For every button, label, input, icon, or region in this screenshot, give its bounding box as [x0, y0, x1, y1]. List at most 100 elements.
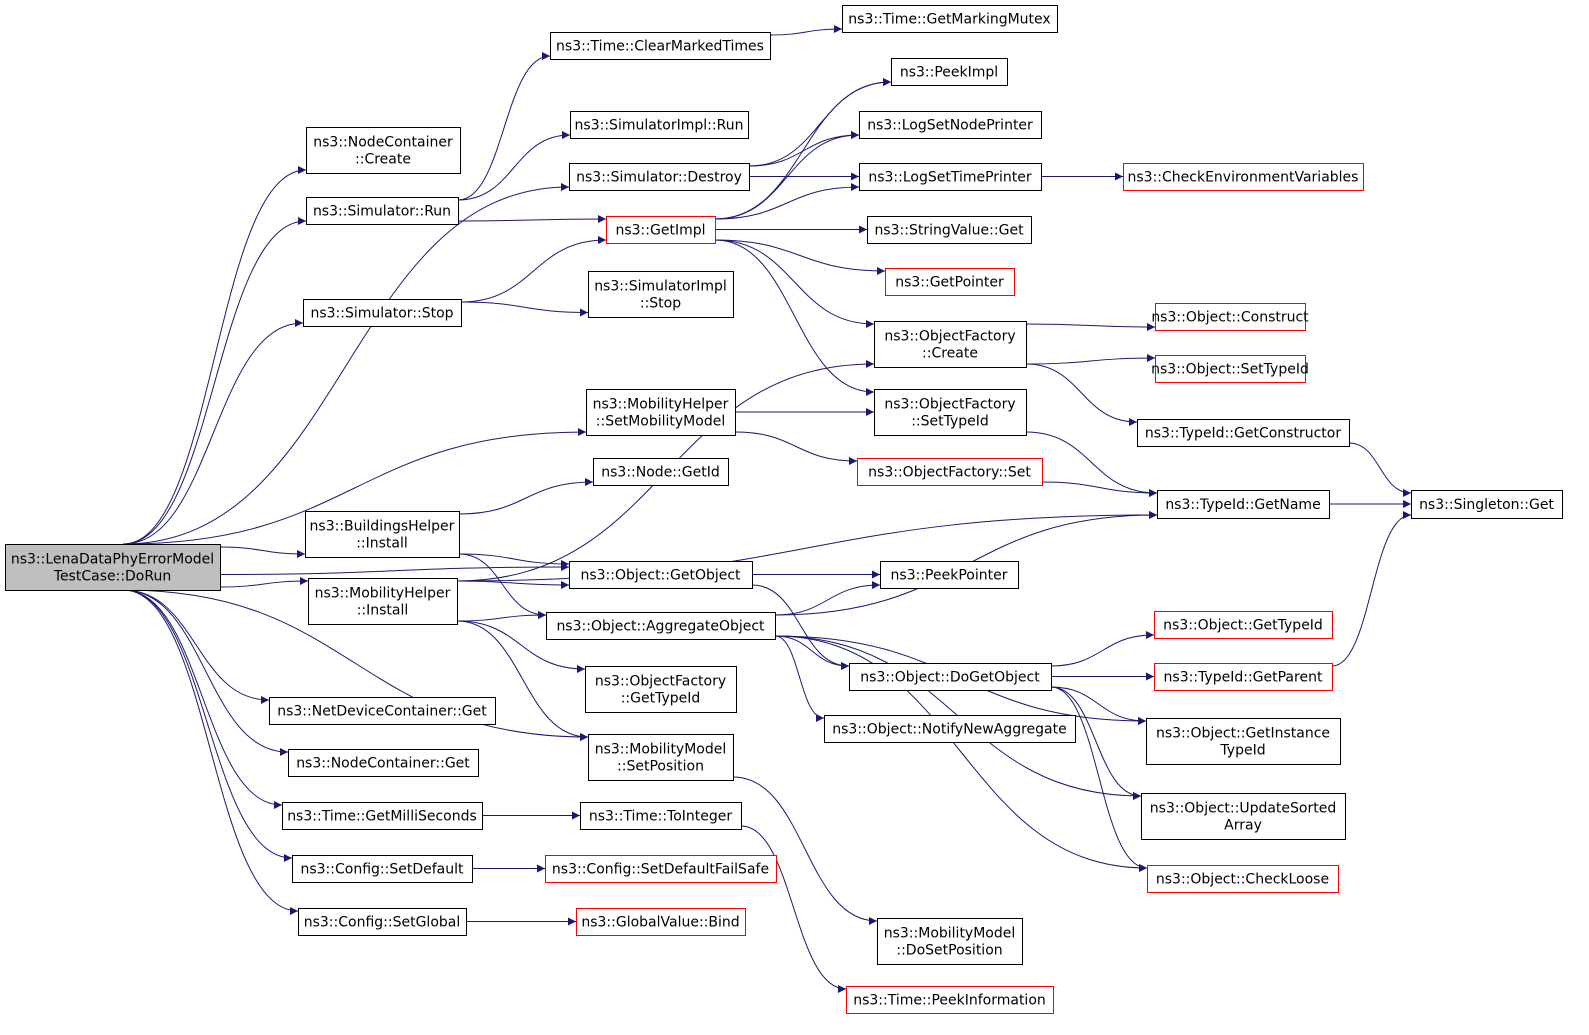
node-time-tointeger[interactable]: ns3::Time::ToInteger	[580, 802, 742, 830]
edge-buildingshelper_install-to-object_aggregateobject	[458, 553, 547, 619]
node-peekpointer[interactable]: ns3::PeekPointer	[880, 561, 1019, 589]
node-objectfactory-set[interactable]: ns3::ObjectFactory::Set	[857, 458, 1043, 486]
node-box	[877, 918, 1023, 965]
node-object-notifynewaggregate[interactable]: ns3::Object::NotifyNewAggregate	[824, 715, 1076, 743]
edge-objectfactory_create-to-object_construct	[1025, 322, 1156, 331]
node-objectfactory-gettypeid[interactable]: ns3::ObjectFactory::GetTypeId	[585, 666, 737, 713]
node-mobilitymodel-dosetposition[interactable]: ns3::MobilityModel::DoSetPosition	[877, 918, 1023, 965]
node-label: ns3::CheckEnvironmentVariables	[1128, 170, 1359, 186]
edge-simulator_stop-to-simulatorimpl_stop	[460, 301, 589, 317]
node-label: ns3::Time::GetMarkingMutex	[848, 12, 1050, 28]
node-object-getobject[interactable]: ns3::Object::GetObject	[569, 561, 753, 589]
node-box	[880, 561, 1019, 589]
node-peekimpl[interactable]: ns3::PeekImpl	[891, 58, 1008, 86]
node-label: ns3::LenaDataPhyErrorModel	[11, 552, 214, 568]
node-object-construct[interactable]: ns3::Object::Construct	[1151, 303, 1309, 331]
node-simulator-destroy[interactable]: ns3::Simulator::Destroy	[569, 163, 750, 191]
node-label: ns3::Singleton::Get	[1419, 497, 1554, 513]
edge-object_aggregateobject-to-object_dogetobject	[774, 635, 850, 670]
node-mobilityhelper-setmobilitymodel[interactable]: ns3::MobilityHelper::SetMobilityModel	[586, 389, 736, 436]
node-getpointer[interactable]: ns3::GetPointer	[885, 268, 1015, 296]
node-box	[588, 734, 734, 781]
node-stringvalue-get[interactable]: ns3::StringValue::Get	[867, 216, 1032, 244]
node-time-getmarkingmutex[interactable]: ns3::Time::GetMarkingMutex	[842, 5, 1058, 33]
node-label: ns3::Object::SetTypeId	[1151, 362, 1309, 378]
node-config-setglobal[interactable]: ns3::Config::SetGlobal	[298, 908, 467, 936]
edge-root-to-mobilitymodel_setposition	[123, 589, 589, 741]
node-object-checkloose[interactable]: ns3::Object::CheckLoose	[1147, 865, 1339, 893]
node-objectfactory-create[interactable]: ns3::ObjectFactory::Create	[874, 321, 1027, 368]
edge-object_dogetobject-to-object_gettypeid	[1050, 631, 1155, 667]
node-objectfactory-settypeid[interactable]: ns3::ObjectFactory::SetTypeId	[874, 389, 1027, 436]
node-label: ns3::LogSetTimePrinter	[868, 170, 1032, 186]
node-checkenvironmentvariables[interactable]: ns3::CheckEnvironmentVariables	[1123, 163, 1364, 191]
node-object-settypeid[interactable]: ns3::Object::SetTypeId	[1151, 355, 1309, 383]
node-time-getmilliseconds[interactable]: ns3::Time::GetMilliSeconds	[282, 802, 483, 830]
node-label: ns3::ObjectFactory	[884, 329, 1015, 345]
node-mobilityhelper-install[interactable]: ns3::MobilityHelper::Install	[308, 578, 458, 625]
edge-object_dogetobject-to-object_updatesortedarray	[1050, 686, 1142, 800]
node-typeid-getconstructor[interactable]: ns3::TypeId::GetConstructor	[1137, 419, 1350, 447]
node-label: ns3::LogSetNodePrinter	[867, 118, 1033, 134]
node-box	[576, 908, 746, 936]
node-label: ns3::GetImpl	[615, 223, 705, 239]
node-box	[1155, 355, 1306, 383]
node-simulatorimpl-run[interactable]: ns3::SimulatorImpl::Run	[570, 111, 749, 139]
edge-objectfactory_create-to-object_settypeid	[1025, 354, 1156, 365]
node-label: ns3::Object::CheckLoose	[1156, 872, 1329, 888]
node-typeid-getname[interactable]: ns3::TypeId::GetName	[1157, 490, 1330, 519]
node-simulator-run[interactable]: ns3::Simulator::Run	[306, 197, 459, 225]
node-nodecontainer-create[interactable]: ns3::NodeContainer::Create	[306, 127, 461, 174]
edge-getimpl-to-objectfactory_create	[714, 239, 875, 328]
node-label: ns3::Object::UpdateSorted	[1150, 801, 1336, 817]
node-box	[885, 268, 1015, 296]
node-label: ns3::NodeContainer	[313, 135, 453, 151]
node-object-gettypeid[interactable]: ns3::Object::GetTypeId	[1154, 611, 1333, 639]
node-logsetnodeprinter[interactable]: ns3::LogSetNodePrinter	[859, 111, 1042, 139]
node-getimpl[interactable]: ns3::GetImpl	[606, 216, 716, 244]
node-label: ns3::Simulator::Run	[313, 204, 451, 220]
node-singleton-get[interactable]: ns3::Singleton::Get	[1411, 490, 1563, 519]
edge-objectfactory_settypeid-to-typeid_getname	[1025, 431, 1158, 497]
node-label: ::Stop	[640, 296, 681, 312]
node-box	[5, 544, 221, 591]
node-typeid-getparent[interactable]: ns3::TypeId::GetParent	[1154, 663, 1333, 691]
node-simulator-stop[interactable]: ns3::Simulator::Stop	[303, 299, 462, 327]
node-node-getid[interactable]: ns3::Node::GetId	[593, 458, 729, 486]
node-box	[569, 561, 753, 589]
node-label: ns3::MobilityModel	[884, 926, 1016, 942]
edge-mobilityhelper_setmobilitymodel-to-objectfactory_set	[734, 431, 858, 465]
node-box	[1411, 490, 1563, 519]
edge-object_aggregateobject-to-object_notifynewaggregate	[774, 635, 825, 722]
node-config-setdefaultfailsafe[interactable]: ns3::Config::SetDefaultFailSafe	[545, 855, 777, 883]
edge-typeid_getconstructor-to-singleton_get	[1348, 442, 1412, 497]
edge-root-to-netdevicecontainer_get	[123, 589, 270, 704]
node-object-aggregateobject[interactable]: ns3::Object::AggregateObject	[546, 612, 776, 640]
node-config-setdefault[interactable]: ns3::Config::SetDefault	[292, 855, 473, 883]
edge-root-to-time_getmilliseconds	[123, 589, 283, 809]
node-root[interactable]: ns3::LenaDataPhyErrorModelTestCase::DoRu…	[5, 544, 221, 591]
node-simulatorimpl-stop[interactable]: ns3::SimulatorImpl::Stop	[588, 271, 734, 318]
edge-getimpl-to-logsetnodeprinter	[714, 131, 860, 220]
node-time-peekinformation[interactable]: ns3::Time::PeekInformation	[846, 986, 1054, 1014]
edge-time_tointeger-to-time_peekinformation	[740, 825, 847, 993]
node-box	[545, 855, 777, 883]
edge-getimpl-to-getpointer	[714, 239, 886, 275]
edge-layer	[123, 25, 1412, 993]
node-globalvalue-bind[interactable]: ns3::GlobalValue::Bind	[576, 908, 746, 936]
edge-root-to-config_setdefault	[123, 589, 293, 862]
node-box	[306, 197, 459, 225]
node-netdevicecontainer-get[interactable]: ns3::NetDeviceContainer::Get	[269, 697, 496, 725]
edge-object_getobject-to-object_dogetobject	[751, 584, 850, 670]
node-logsettimeprinter[interactable]: ns3::LogSetTimePrinter	[859, 163, 1042, 191]
node-mobilitymodel-setposition[interactable]: ns3::MobilityModel::SetPosition	[588, 734, 734, 781]
node-label: ns3::Object::DoGetObject	[860, 670, 1040, 686]
node-time-clearmarkedtimes[interactable]: ns3::Time::ClearMarkedTimes	[550, 32, 771, 60]
node-label: TestCase::DoRun	[53, 569, 171, 585]
node-nodecontainer-get[interactable]: ns3::NodeContainer::Get	[288, 749, 479, 777]
node-object-dogetobject[interactable]: ns3::Object::DoGetObject	[849, 663, 1052, 691]
node-box	[867, 216, 1032, 244]
node-buildingshelper-install[interactable]: ns3::BuildingsHelper::Install	[305, 511, 460, 558]
